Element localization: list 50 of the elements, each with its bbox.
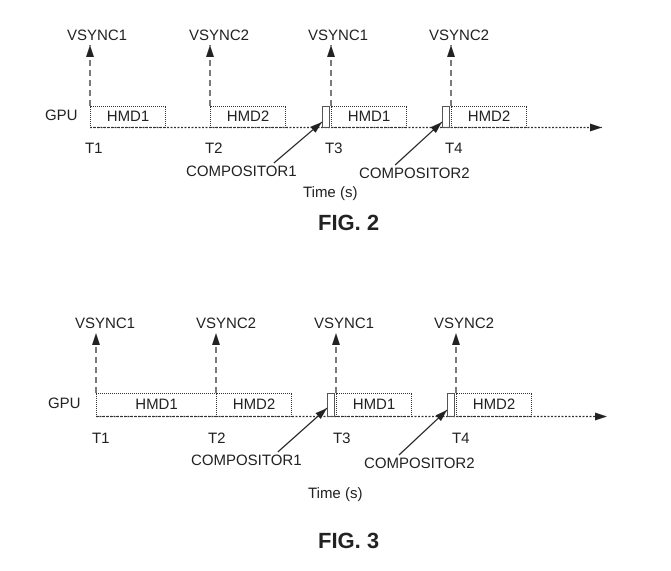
task-box: HMD2 xyxy=(210,106,286,128)
figure-label: FIG. 3 xyxy=(318,528,380,554)
signal-label: VSYNC1 xyxy=(74,315,136,333)
task-box: HMD1 xyxy=(331,106,407,128)
pointer-arrow xyxy=(394,122,442,166)
figure-label: FIG. 2 xyxy=(318,210,380,236)
row-label: GPU xyxy=(48,395,81,413)
compositor-slot xyxy=(442,106,450,128)
signal-label: VSYNC2 xyxy=(188,27,250,45)
callout-label: COMPOSITOR2 xyxy=(358,165,471,183)
axis-title: Time (s) xyxy=(308,485,362,503)
callout-label: COMPOSITOR1 xyxy=(190,452,303,470)
time-mark-label: T1 xyxy=(92,430,110,448)
time-mark-label: T3 xyxy=(333,430,351,448)
dashed-arrow xyxy=(212,333,220,393)
task-box: HMD2 xyxy=(216,393,292,417)
dashed-arrow xyxy=(332,333,340,393)
dashed-arrow xyxy=(452,333,460,393)
time-mark-label: T2 xyxy=(205,140,223,158)
task-box: HMD2 xyxy=(456,393,532,417)
compositor-slot xyxy=(447,393,455,417)
pointer-arrow xyxy=(398,410,448,456)
dashed-arrow xyxy=(447,45,455,106)
task-box: HMD1 xyxy=(336,393,412,417)
pointer-arrow xyxy=(274,122,322,164)
callout-label: COMPOSITOR2 xyxy=(363,455,476,473)
compositor-slot xyxy=(322,106,330,128)
callout-label: COMPOSITOR1 xyxy=(185,163,298,181)
signal-label: VSYNC2 xyxy=(428,27,490,45)
row-label: GPU xyxy=(45,107,78,125)
time-mark-label: T4 xyxy=(452,430,470,448)
dashed-arrow xyxy=(92,333,100,393)
axis-title: Time (s) xyxy=(303,184,358,202)
dashed-arrow xyxy=(86,45,94,106)
dashed-arrow xyxy=(327,45,335,106)
signal-label: VSYNC1 xyxy=(307,27,370,45)
signal-label: VSYNC2 xyxy=(433,315,496,333)
time-mark-label: T1 xyxy=(85,140,103,158)
signal-label: VSYNC1 xyxy=(313,315,376,333)
signal-label: VSYNC1 xyxy=(66,27,128,45)
signal-label: VSYNC2 xyxy=(195,315,258,333)
task-box: HMD1 xyxy=(96,393,217,417)
time-mark-label: T3 xyxy=(325,140,343,158)
task-box: HMD2 xyxy=(451,106,527,128)
pointer-arrow xyxy=(277,408,328,452)
dashed-arrow xyxy=(206,45,214,106)
task-box: HMD1 xyxy=(90,106,166,128)
time-mark-label: T4 xyxy=(445,140,463,158)
compositor-slot xyxy=(327,393,335,417)
time-mark-label: T2 xyxy=(208,430,226,448)
